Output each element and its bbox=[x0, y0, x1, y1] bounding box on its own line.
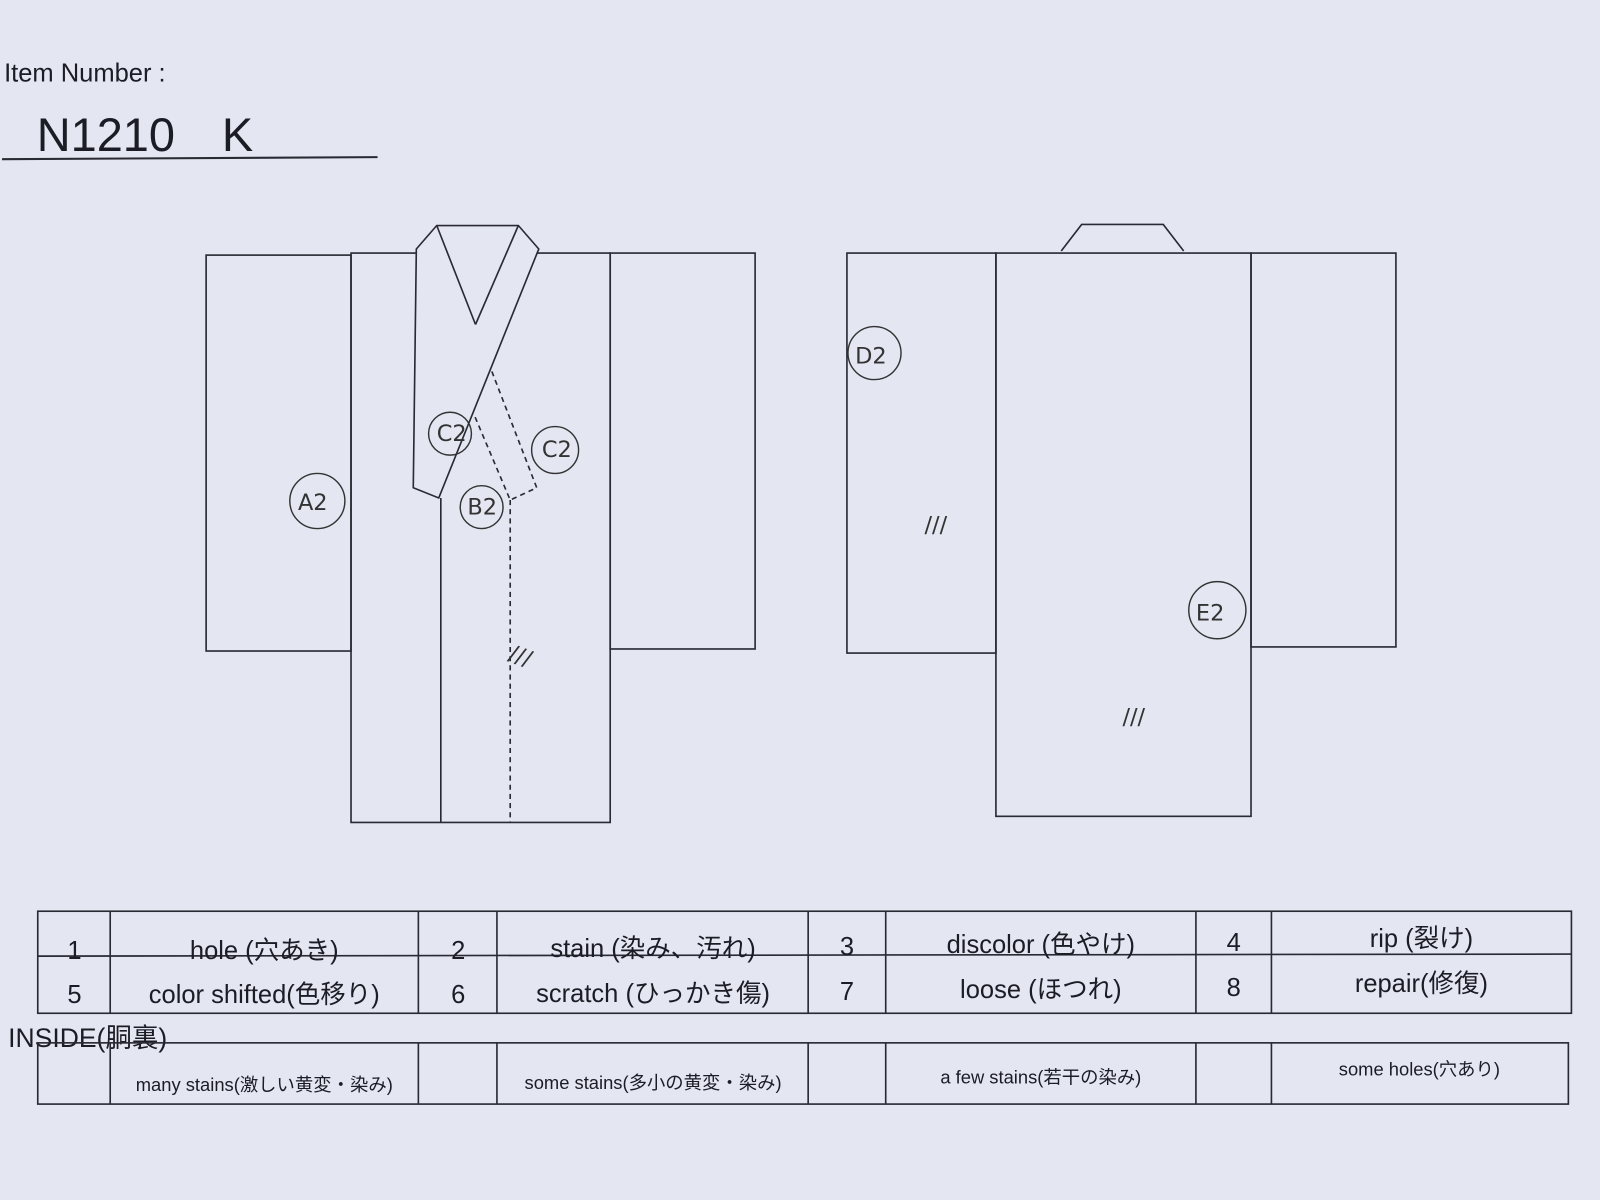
svg-text:D2: D2 bbox=[855, 343, 887, 369]
inside-item: some holes(穴あり) bbox=[1339, 1059, 1500, 1080]
defect-legend-table: 1 hole (穴あき) 2 stain (染み、汚れ) 3 discolor … bbox=[36, 910, 1573, 1015]
legend-label: scratch (ひっかき傷) bbox=[536, 980, 770, 1008]
item-number-value: N1210 K bbox=[37, 109, 254, 161]
inside-title: INSIDE(胴裏) bbox=[8, 1023, 167, 1053]
legend-number: 3 bbox=[840, 933, 854, 961]
front-annotation-c-side: C2 bbox=[530, 425, 580, 475]
legend-number: 5 bbox=[67, 981, 81, 1009]
legend-label: loose (ほつれ) bbox=[960, 976, 1122, 1004]
legend-number: 8 bbox=[1227, 974, 1241, 1002]
inside-item: many stains(激しい黄変・染み) bbox=[136, 1074, 393, 1095]
inside-item: some stains(多小の黄変・染み) bbox=[525, 1072, 782, 1093]
legend-label: discolor (色やけ) bbox=[947, 931, 1135, 959]
inside-condition-table: many stains(激しい黄変・染み) some stains(多小の黄変・… bbox=[36, 1042, 1570, 1105]
svg-text:C2: C2 bbox=[542, 437, 572, 463]
legend-label: hole (穴あき) bbox=[190, 937, 339, 965]
kimono-back-diagram: D2 E2 /// /// bbox=[846, 223, 1397, 818]
legend-number: 7 bbox=[840, 978, 854, 1006]
inside-item: a few stains(若干の染み) bbox=[940, 1067, 1141, 1088]
legend-number: 6 bbox=[451, 981, 465, 1009]
legend-number: 4 bbox=[1227, 929, 1241, 957]
legend-number: 2 bbox=[451, 937, 465, 965]
front-annotation-a: A2 bbox=[289, 472, 346, 530]
legend-label: color shifted(色移り) bbox=[149, 981, 380, 1009]
back-annotation-d: D2 bbox=[847, 325, 902, 381]
legend-label: rip (裂け) bbox=[1370, 925, 1473, 953]
back-scratch-marks-sleeve: /// bbox=[924, 513, 947, 539]
svg-text:A2: A2 bbox=[298, 490, 328, 516]
item-number-underline bbox=[2, 156, 378, 161]
front-annotation-c-collar: C2 bbox=[427, 411, 473, 456]
back-scratch-marks-body: /// bbox=[1122, 704, 1145, 730]
legend-number: 1 bbox=[67, 937, 81, 965]
kimono-front-diagram: A2 C2 C2 B2 /// bbox=[205, 224, 756, 824]
back-annotation-e: E2 bbox=[1188, 580, 1247, 640]
svg-text:B2: B2 bbox=[467, 494, 497, 520]
svg-text:C2: C2 bbox=[437, 421, 467, 447]
legend-label: stain (染み、汚れ) bbox=[550, 935, 755, 963]
legend-label: repair(修復) bbox=[1355, 970, 1488, 998]
svg-text:E2: E2 bbox=[1196, 600, 1224, 626]
item-number-label: Item Number : bbox=[4, 60, 166, 88]
front-annotation-b: B2 bbox=[459, 485, 504, 530]
